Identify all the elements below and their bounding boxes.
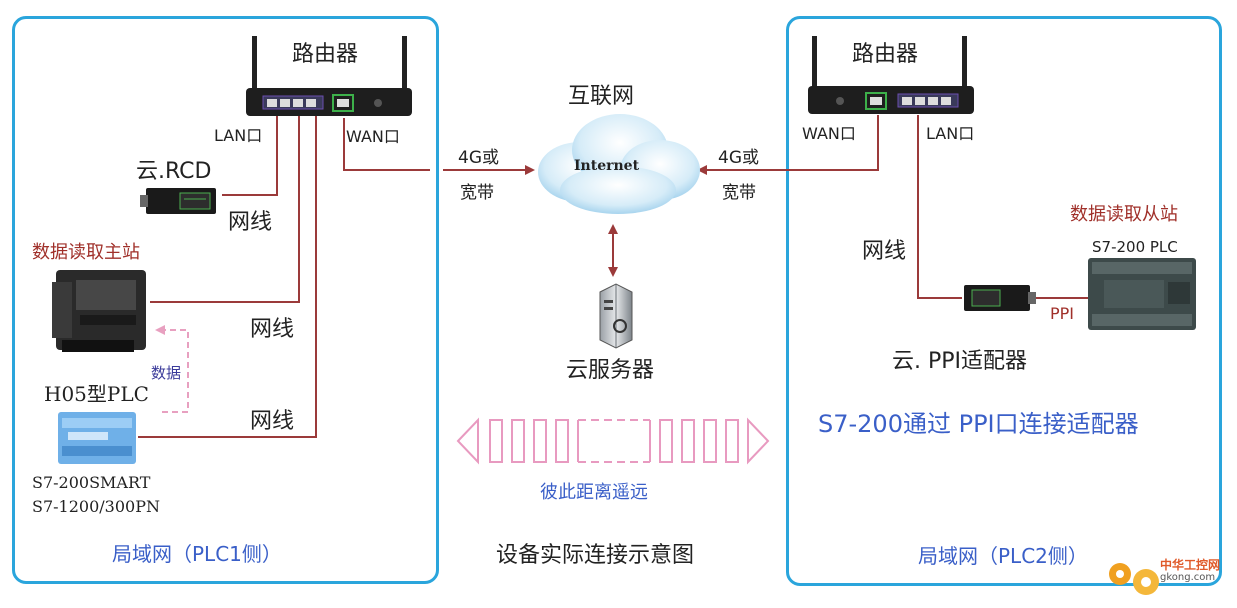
ppi-adapter-label: 云. PPI适配器 xyxy=(892,349,1028,374)
left-wan-port-label: WAN口 xyxy=(346,127,400,146)
rcd-label: 云.RCD xyxy=(136,159,212,184)
right-lan-name: 局域网（PLC2侧） xyxy=(918,544,1088,568)
ppi-link-label: PPI xyxy=(1050,304,1075,323)
watermark-domain: gkong.com xyxy=(1160,572,1216,583)
right-router-label: 路由器 xyxy=(852,42,919,67)
left-router-label: 路由器 xyxy=(292,42,359,67)
data-label: 数据 xyxy=(151,364,182,382)
right-description: S7-200通过 PPI口连接适配器 xyxy=(818,410,1139,438)
link-right-line1: 4G或 xyxy=(718,148,759,168)
s7-smart-plc-icon xyxy=(58,412,136,464)
cable-right-lan-to-ppi xyxy=(917,115,962,299)
left-lan-name: 局域网（PLC1侧） xyxy=(112,542,282,566)
right-wan-port-label: WAN口 xyxy=(802,124,856,143)
cable-lan-to-s7 xyxy=(138,116,317,438)
cable-label-2: 网线 xyxy=(250,317,295,342)
cable-right-wan xyxy=(790,115,879,171)
slave-station-label: 数据读取从站 xyxy=(1070,204,1178,225)
link-left-line1: 4G或 xyxy=(458,148,499,168)
data-dashed-arrow xyxy=(160,329,189,413)
s7-model-line1: S7-200SMART xyxy=(32,473,151,492)
s7-model-line2: S7-1200/300PN xyxy=(32,497,160,516)
master-station-label: 数据读取主站 xyxy=(32,242,140,263)
right-lan-port-label: LAN口 xyxy=(926,124,975,143)
s7-200-plc-icon xyxy=(1088,258,1196,330)
cloud-text: Internet xyxy=(574,158,640,174)
h05-plc-label: H05型PLC xyxy=(44,382,149,406)
h05-plc-icon xyxy=(52,270,146,352)
link-right-line2: 宽带 xyxy=(722,183,756,203)
left-router-icon xyxy=(246,36,412,116)
cable-lan-to-h05 xyxy=(150,116,300,303)
distance-arrow xyxy=(456,417,770,465)
left-lan-port-label: LAN口 xyxy=(214,126,263,145)
cable-lan-to-rcd xyxy=(222,116,278,196)
cable-wan-to-internet xyxy=(343,118,430,171)
s7-200-plc-label: S7-200 PLC xyxy=(1092,238,1178,256)
internet-cloud-shape xyxy=(538,114,700,214)
right-router-icon xyxy=(808,36,974,114)
internet-label: 互联网 xyxy=(568,84,635,109)
distance-label: 彼此距离遥远 xyxy=(540,482,648,503)
rcd-adapter-icon xyxy=(140,188,216,214)
watermark-text: 中华工控网 xyxy=(1160,558,1221,572)
right-cable-label: 网线 xyxy=(862,239,907,264)
watermark-gear-icon xyxy=(1109,563,1159,595)
cable-label-1: 网线 xyxy=(228,210,273,235)
link-left-line2: 宽带 xyxy=(460,183,494,203)
ppi-adapter-icon xyxy=(964,285,1036,311)
cable-label-3: 网线 xyxy=(250,409,295,434)
server-icon xyxy=(599,283,633,349)
diagram-caption: 设备实际连接示意图 xyxy=(496,543,695,568)
cloud-server-label: 云服务器 xyxy=(566,358,655,383)
